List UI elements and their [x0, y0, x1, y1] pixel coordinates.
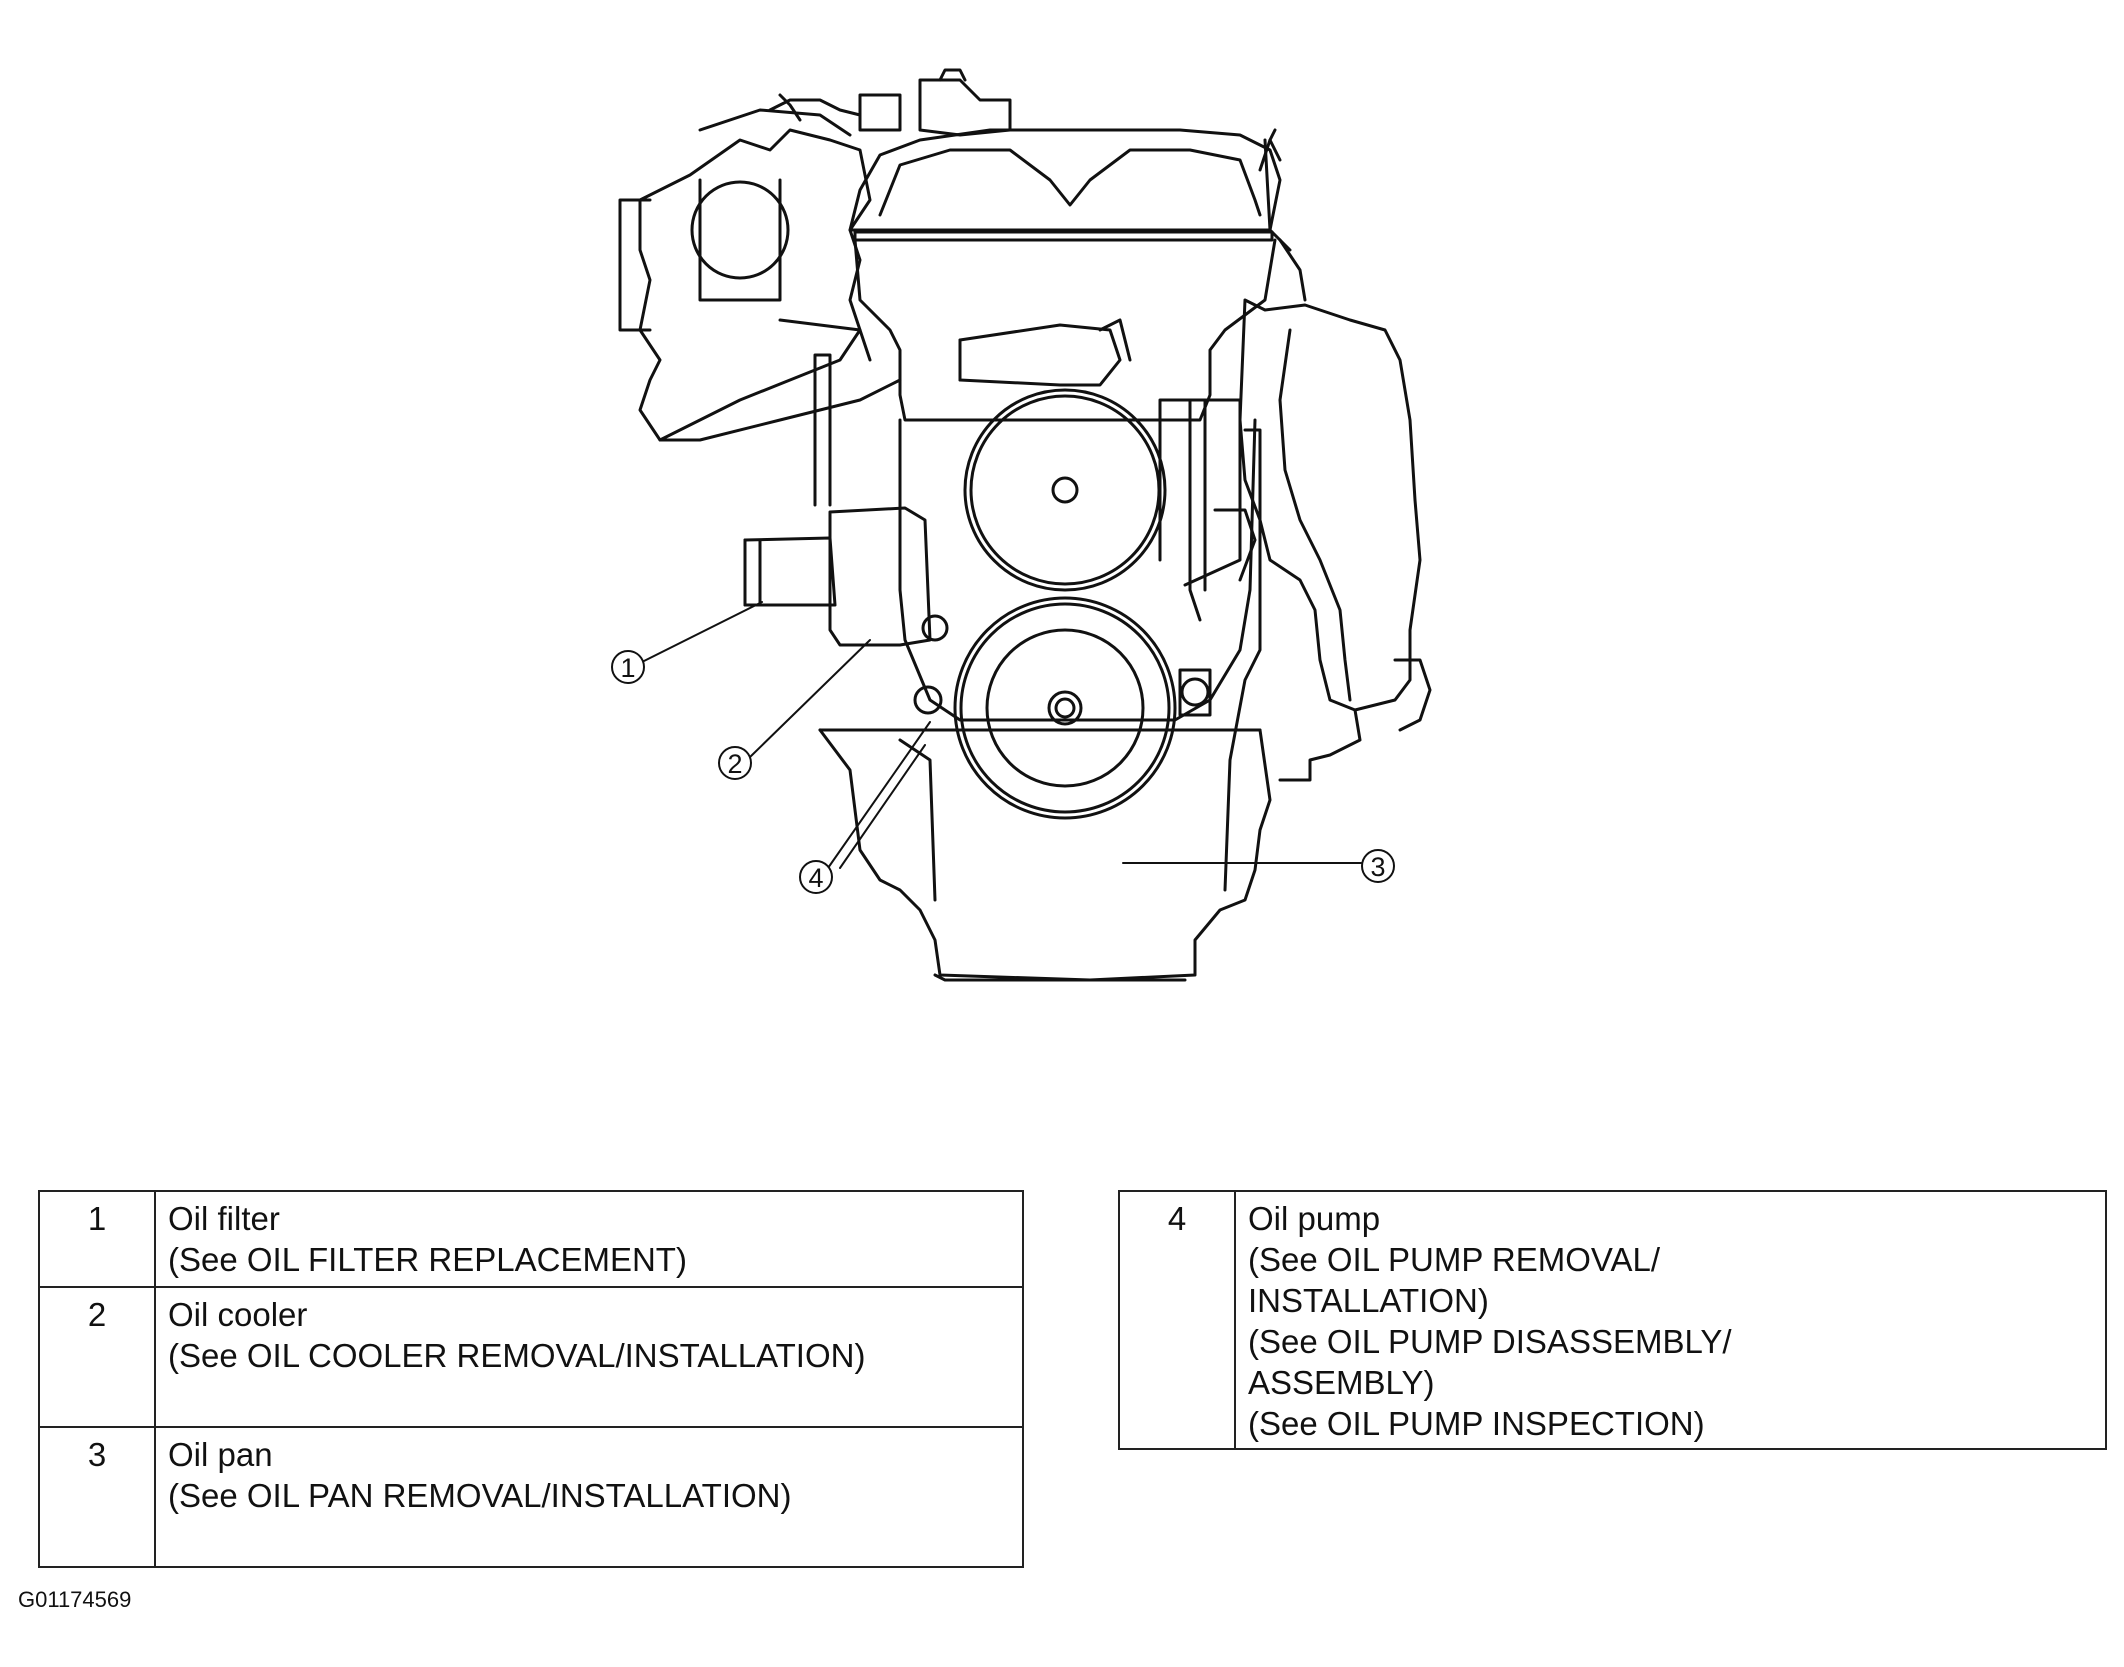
item-name: Oil pump	[1248, 1200, 1381, 1237]
item-name: Oil filter	[168, 1200, 280, 1237]
top-fittings	[768, 68, 1012, 137]
engine-block	[853, 238, 1277, 722]
oil-pan	[818, 728, 1272, 982]
callout-4	[799, 860, 833, 894]
table-row: 2 Oil cooler (See OIL COOLER REMOVAL/INS…	[38, 1286, 1024, 1428]
item-name: Oil cooler	[168, 1296, 308, 1333]
throttle-body	[618, 93, 902, 442]
callout-1	[611, 650, 645, 684]
table-row: 3 Oil pan (See OIL PAN REMOVAL/INSTALLAT…	[38, 1426, 1024, 1568]
exhaust-manifold	[1238, 238, 1432, 782]
item-reference: (See OIL PUMP INSPECTION)	[1248, 1405, 1705, 1442]
table-row: 1 Oil filter (See OIL FILTER REPLACEMENT…	[38, 1190, 1024, 1288]
item-reference: INSTALLATION)	[1248, 1282, 1489, 1319]
engine-diagram: 1 2 3 4	[611, 68, 1432, 982]
item-number: 1	[38, 1190, 156, 1288]
item-reference: (See OIL COOLER REMOVAL/INSTALLATION)	[168, 1337, 866, 1374]
item-reference: (See OIL PAN REMOVAL/INSTALLATION)	[168, 1477, 792, 1514]
item-description: Oil pan (See OIL PAN REMOVAL/INSTALLATIO…	[154, 1426, 1024, 1568]
cylinder-head-cover	[848, 128, 1282, 242]
item-number: 2	[38, 1286, 156, 1428]
dipstick-tube	[1158, 128, 1292, 892]
callout-label: 2	[727, 749, 742, 779]
item-reference: (See OIL PUMP REMOVAL/	[1248, 1241, 1661, 1278]
item-description: Oil cooler (See OIL COOLER REMOVAL/INSTA…	[154, 1286, 1024, 1428]
callout-2	[718, 746, 752, 780]
legend-table-left: 1 Oil filter (See OIL FILTER REPLACEMENT…	[38, 1190, 1024, 1568]
legend-table-right: 4 Oil pump (See OIL PUMP REMOVAL/ INSTAL…	[1118, 1190, 2107, 1450]
callouts	[611, 650, 1395, 894]
callout-label: 1	[620, 653, 635, 683]
item-reference: (See OIL FILTER REPLACEMENT)	[168, 1241, 687, 1278]
item-description: Oil filter (See OIL FILTER REPLACEMENT)	[154, 1190, 1024, 1288]
item-reference: (See OIL PUMP DISASSEMBLY/	[1248, 1323, 1732, 1360]
item-name: Oil pan	[168, 1436, 273, 1473]
item-number: 3	[38, 1426, 156, 1568]
table-row: 4 Oil pump (See OIL PUMP REMOVAL/ INSTAL…	[1118, 1190, 2107, 1450]
item-number: 4	[1118, 1190, 1236, 1450]
callout-label: 3	[1370, 852, 1385, 882]
oil-cooler	[813, 353, 932, 647]
item-reference: ASSEMBLY)	[1248, 1364, 1435, 1401]
leader-lines	[641, 601, 1362, 869]
callout-3	[1361, 849, 1395, 883]
callout-label: 4	[808, 863, 823, 893]
item-description: Oil pump (See OIL PUMP REMOVAL/ INSTALLA…	[1234, 1190, 2107, 1450]
oil-filter	[743, 536, 837, 607]
crankshaft-pulley	[953, 596, 1177, 820]
figure-id: G01174569	[18, 1587, 132, 1612]
